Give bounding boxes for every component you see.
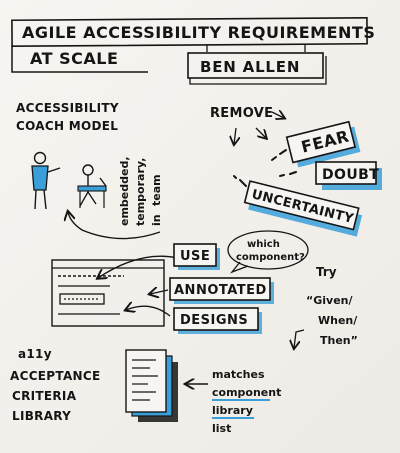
wireframe-icon <box>51 259 165 327</box>
designs-label: DESIGNS <box>180 313 248 328</box>
try-heading: Try <box>316 265 337 279</box>
bubble-line2: component? <box>236 252 305 263</box>
coach-cycle-arrow <box>68 212 161 240</box>
library-note-3: library <box>212 404 253 417</box>
side-note-2: temporary, <box>134 158 147 226</box>
document-stack-icon <box>125 349 178 422</box>
try-quote-2: When/ <box>318 314 358 327</box>
library-note-1: matches <box>212 368 265 381</box>
coach-side-note: embedded, temporary, in team <box>118 156 163 226</box>
library-line4: LIBRARY <box>12 409 71 423</box>
coach-line1: ACCESSIBILITY <box>16 101 119 115</box>
speaker-name: BEN ALLEN <box>200 58 300 76</box>
try-section: Try “Given/ When/ Then” <box>294 265 358 348</box>
try-arrow <box>294 329 305 348</box>
remove-heading: REMOVE <box>210 106 273 121</box>
try-quote-3: Then” <box>320 334 358 347</box>
side-note-3: in <box>150 214 163 226</box>
doubt-box: DOUBT <box>315 161 382 190</box>
designs-box: DESIGNS <box>173 307 262 334</box>
library-line1: a11y <box>18 347 52 361</box>
use-box: USE <box>173 243 220 270</box>
coach-line2: COACH MODEL <box>16 119 118 133</box>
designs-section: USE ANNOTATED DESIGNS which component? <box>51 230 309 334</box>
title-banner: AGILE ACCESSIBILITY REQUIREMENTS AT SCAL… <box>11 16 375 73</box>
fear-box: FEAR <box>285 120 361 168</box>
library-note-4: list <box>212 422 231 435</box>
doubt-label: DOUBT <box>322 167 379 183</box>
try-quote-1: “Given/ <box>306 294 353 307</box>
uncertainty-box: UNCERTAINTY <box>243 180 363 237</box>
bubble-line1: which <box>247 239 280 250</box>
library-line2: ACCEPTANCE <box>10 369 100 383</box>
annotated-box: ANNOTATED <box>169 277 274 304</box>
library-note-2: component <box>212 386 281 399</box>
which-component-bubble: which component? <box>227 230 309 274</box>
annotated-label: ANNOTATED <box>174 283 267 298</box>
coach-model-section: ACCESSIBILITY COACH MODEL embedded, temp… <box>16 101 163 240</box>
side-note-1: embedded, <box>118 156 131 226</box>
use-label: USE <box>180 249 210 264</box>
speaker-sign: BEN ALLEN <box>187 52 327 85</box>
title-line2: AT SCALE <box>30 49 118 68</box>
remove-section: REMOVE FEAR DOUBT UNCERTAINTY <box>210 106 382 237</box>
team-member-icon <box>77 164 107 208</box>
title-line1: AGILE ACCESSIBILITY REQUIREMENTS <box>22 23 375 42</box>
coach-figure-icon <box>31 151 61 210</box>
library-line3: CRITERIA <box>12 389 77 403</box>
side-note-4: team <box>150 174 163 206</box>
library-section: a11y ACCEPTANCE CRITERIA LIBRARY matches… <box>10 347 281 435</box>
